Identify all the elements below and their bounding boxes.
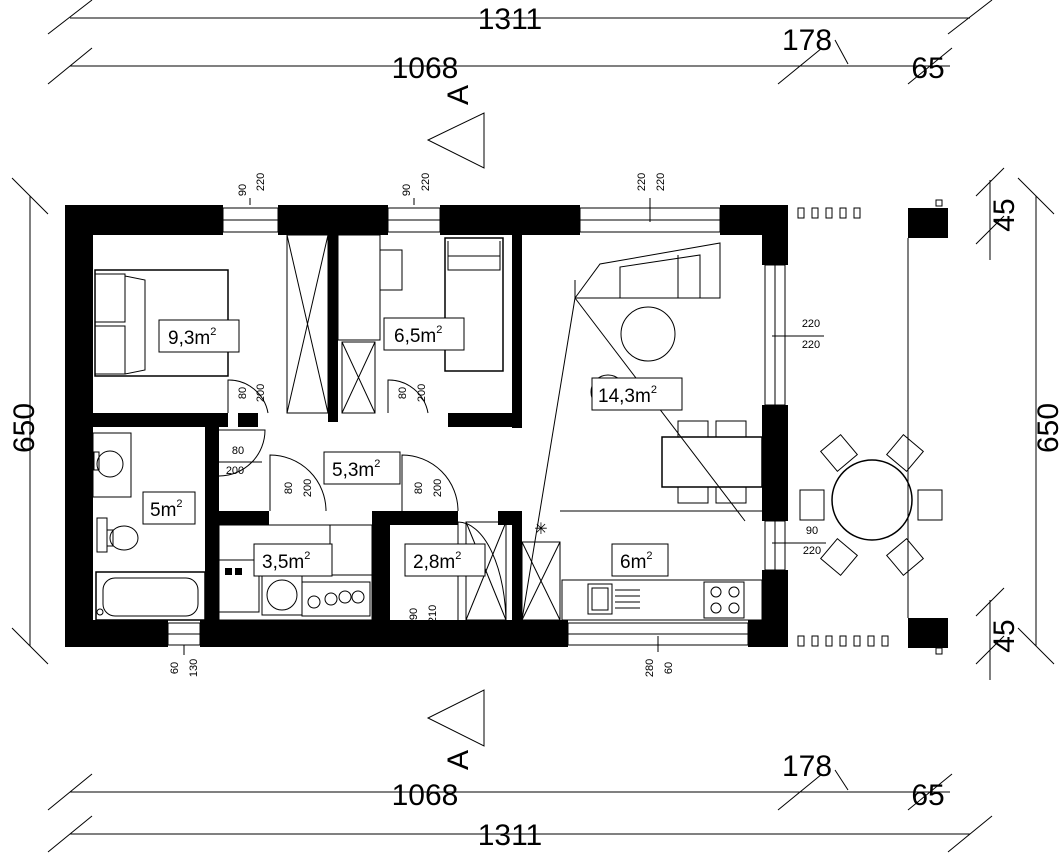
room-label-kitchen: 6m2 — [611, 543, 669, 577]
door-bed1-width: 80 — [237, 387, 249, 399]
bottom-dimensions: A 1068 178 65 1311 — [47, 689, 993, 853]
top-dimensions: 1311 1068 178 65 A — [47, 0, 993, 169]
desk — [337, 234, 381, 341]
bathroom-furniture — [92, 432, 206, 621]
bedroom1-furniture — [94, 234, 329, 414]
win-right-lower-height: 220 — [803, 545, 821, 557]
section-label-top: A — [442, 85, 475, 105]
toilet-icon — [109, 525, 139, 551]
dim-inner-width-top: 1068 — [392, 52, 459, 85]
washbasin — [92, 432, 132, 498]
washing-machine — [261, 574, 303, 616]
win-top-left-height: 220 — [255, 173, 267, 191]
door-bed2-height: 200 — [416, 384, 428, 402]
wardrobe — [286, 234, 329, 414]
dining-table — [661, 436, 763, 488]
svg-text:2,8m2: 2,8m2 — [413, 550, 461, 573]
dim-edge-bottom: 45 — [988, 619, 1021, 652]
svg-text:6,5m2: 6,5m2 — [394, 324, 442, 347]
room-label-bedroom-1: 9,3m2 — [158, 319, 240, 353]
dim-inner-width-bottom: 1068 — [392, 779, 459, 812]
win-right-lower-width: 90 — [806, 525, 818, 537]
win-top-mid-height: 220 — [420, 173, 432, 191]
kitchen-counter — [561, 579, 763, 621]
walls — [65, 205, 948, 648]
dim-terrace-offset-bottom: 65 — [911, 779, 944, 812]
dim-depth-left: 650 — [8, 403, 41, 453]
staircase — [574, 242, 721, 299]
side-dimensions: 650 650 45 45 — [8, 167, 1064, 680]
room-label-living: 14,3m2 — [591, 377, 683, 411]
win-top-right-height: 220 — [655, 173, 667, 191]
door-bath-height: 200 — [226, 465, 244, 477]
round-table-living — [620, 306, 676, 362]
win-bottom-bath-width: 60 — [169, 662, 181, 674]
win-bottom-kitchen-width: 280 — [644, 659, 656, 677]
living-furniture: ✳ — [521, 242, 763, 621]
door-utility-height: 200 — [302, 479, 314, 497]
win-top-left-width: 90 — [237, 184, 249, 196]
door-utility-width: 80 — [283, 482, 295, 494]
kitchen-furniture — [560, 510, 763, 621]
door-bed2-width: 80 — [397, 387, 409, 399]
room-label-storage: 2,8m2 — [404, 543, 486, 577]
win-top-right-width: 220 — [636, 173, 648, 191]
dim-terrace-offset-top: 65 — [911, 52, 944, 85]
storage-unit — [521, 541, 561, 621]
dim-overall-width-bottom: 1311 — [478, 819, 543, 852]
room-labels: 9,3m2 6,5m2 14,3m2 5m2 5,3m2 3,5m2 2,8m2 — [142, 317, 683, 577]
svg-text:14,3m2: 14,3m2 — [598, 384, 657, 407]
room-label-bedroom-2: 6,5m2 — [383, 317, 465, 351]
room-label-bathroom: 5m2 — [142, 491, 196, 525]
terrace — [797, 199, 943, 655]
win-right-upper-width: 220 — [802, 318, 820, 330]
door-storage-height: 200 — [432, 479, 444, 497]
win-right-upper-height: 220 — [802, 339, 820, 351]
room-label-utility: 3,5m2 — [253, 543, 333, 577]
door-storage-width: 80 — [413, 482, 425, 494]
section-marker-top — [426, 112, 485, 169]
bedroom2-furniture — [337, 234, 504, 414]
opening-labels: 90 220 90 220 220 220 220 220 90 220 60 … — [169, 173, 826, 677]
win-bottom-bath-height: 130 — [188, 659, 200, 677]
hob — [301, 581, 371, 617]
bathtub — [95, 571, 206, 621]
dim-terrace-width-top: 178 — [782, 24, 832, 57]
svg-text:6m2: 6m2 — [620, 550, 653, 573]
light-icon: ✳ — [534, 521, 547, 538]
dim-overall-width-top: 1311 — [478, 3, 543, 36]
svg-text:3,5m2: 3,5m2 — [262, 550, 310, 573]
svg-text:5m2: 5m2 — [150, 498, 183, 521]
dim-depth-right: 650 — [1032, 403, 1064, 453]
section-marker-bottom — [426, 689, 485, 747]
stove-icon — [703, 581, 745, 619]
terrace-chairs — [799, 433, 943, 577]
svg-text:9,3m2: 9,3m2 — [168, 326, 216, 349]
door-bath-width: 80 — [232, 445, 244, 457]
terrace-table — [831, 459, 913, 541]
win-bottom-kitchen-height: 60 — [663, 662, 675, 674]
door-bed1-height: 200 — [255, 384, 267, 402]
door-entrance-width: 90 — [408, 608, 420, 620]
section-label-bottom: A — [442, 750, 475, 770]
sink-icon — [587, 583, 613, 615]
dim-edge-top: 45 — [988, 198, 1021, 231]
win-top-mid-width: 90 — [401, 184, 413, 196]
door-swings — [218, 379, 507, 626]
door-entrance-height: 210 — [427, 605, 439, 623]
shelf — [341, 341, 376, 414]
svg-text:5,3m2: 5,3m2 — [332, 458, 380, 481]
dim-terrace-width-bottom: 178 — [782, 750, 832, 783]
room-label-hallway: 5,3m2 — [323, 451, 401, 485]
single-bed — [444, 237, 504, 372]
